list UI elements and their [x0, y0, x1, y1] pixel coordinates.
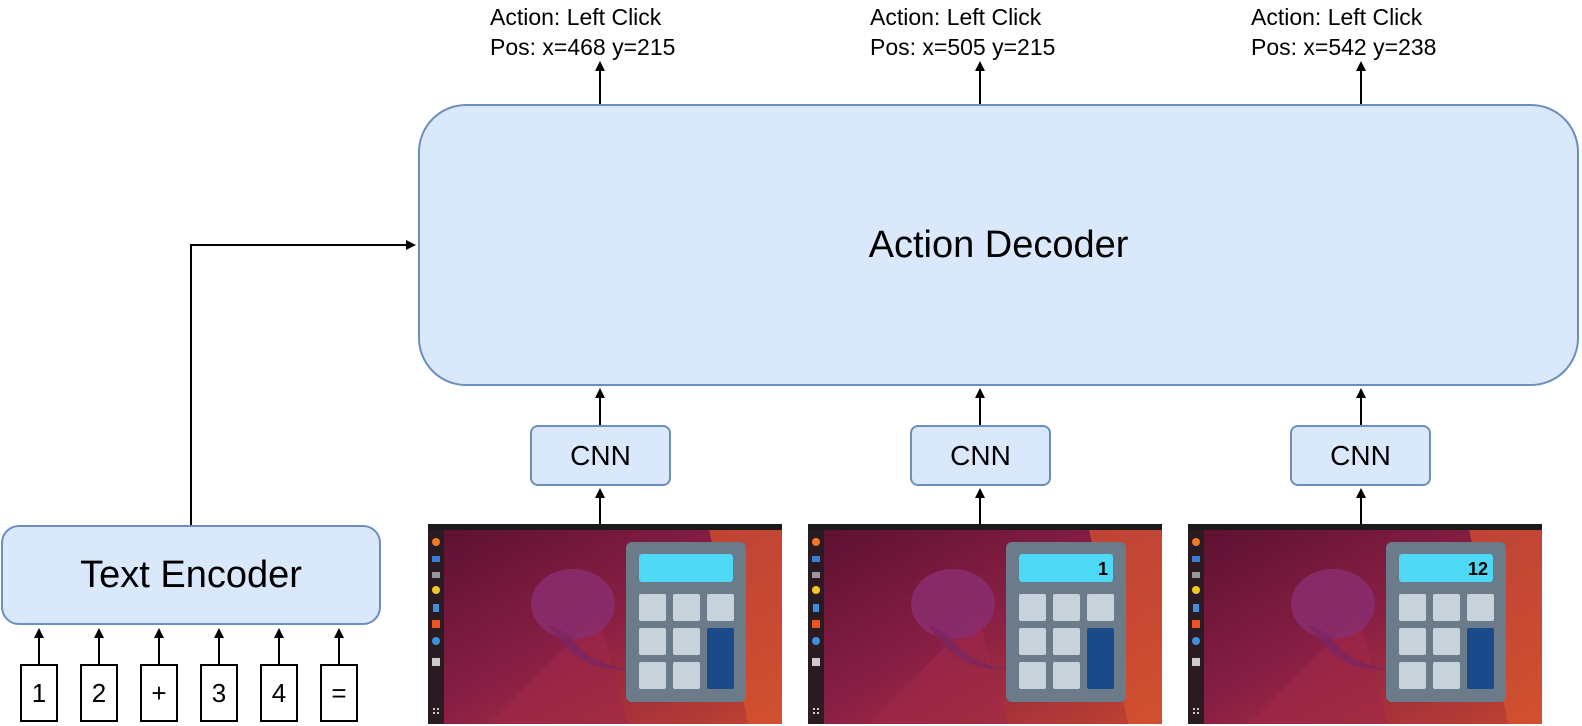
files-icon	[432, 572, 440, 578]
text-encoder-box: Text Encoder	[1, 525, 381, 625]
trash-icon	[432, 658, 440, 666]
input-token: 4	[260, 664, 298, 722]
action-position: Pos: x=505 y=215	[870, 34, 1056, 60]
action-type: Action: Left Click	[490, 4, 662, 30]
rhythmbox-icon	[432, 586, 440, 594]
cnn-box-1: CNN	[530, 425, 671, 486]
desktop-screenshot-3: 12	[1188, 524, 1542, 724]
thunderbird-icon	[432, 556, 440, 562]
software-icon	[432, 620, 440, 628]
action-type: Action: Left Click	[870, 4, 1042, 30]
cnn-box-2: CNN	[910, 425, 1051, 486]
action-output-2: Action: Left Click Pos: x=505 y=215	[870, 2, 1055, 62]
input-token: =	[320, 664, 358, 722]
input-token: 1	[20, 664, 58, 722]
svg-text:12: 12	[1468, 559, 1488, 579]
calc-display	[639, 554, 733, 582]
cnn-label: CNN	[1330, 439, 1391, 471]
svg-text:1: 1	[1098, 559, 1108, 579]
firefox-icon	[432, 538, 440, 546]
action-output-1: Action: Left Click Pos: x=468 y=215	[490, 2, 675, 62]
writer-icon	[433, 604, 439, 612]
input-token: +	[140, 664, 178, 722]
action-output-3: Action: Left Click Pos: x=542 y=238	[1251, 2, 1436, 62]
action-decoder-box: Action Decoder	[418, 104, 1579, 386]
action-position: Pos: x=468 y=215	[490, 34, 676, 60]
apps-grid-icon	[433, 708, 439, 714]
input-token: 2	[80, 664, 118, 722]
help-icon	[432, 637, 440, 645]
desktop-screenshot-2: 1	[808, 524, 1162, 724]
action-position: Pos: x=542 y=238	[1251, 34, 1437, 60]
action-type: Action: Left Click	[1251, 4, 1423, 30]
cnn-label: CNN	[950, 439, 1011, 471]
desktop-screenshot-1	[428, 524, 782, 724]
cnn-box-3: CNN	[1290, 425, 1431, 486]
action-decoder-label: Action Decoder	[868, 223, 1129, 266]
input-token: 3	[200, 664, 238, 722]
cnn-label: CNN	[570, 439, 631, 471]
text-encoder-label: Text Encoder	[80, 553, 302, 596]
